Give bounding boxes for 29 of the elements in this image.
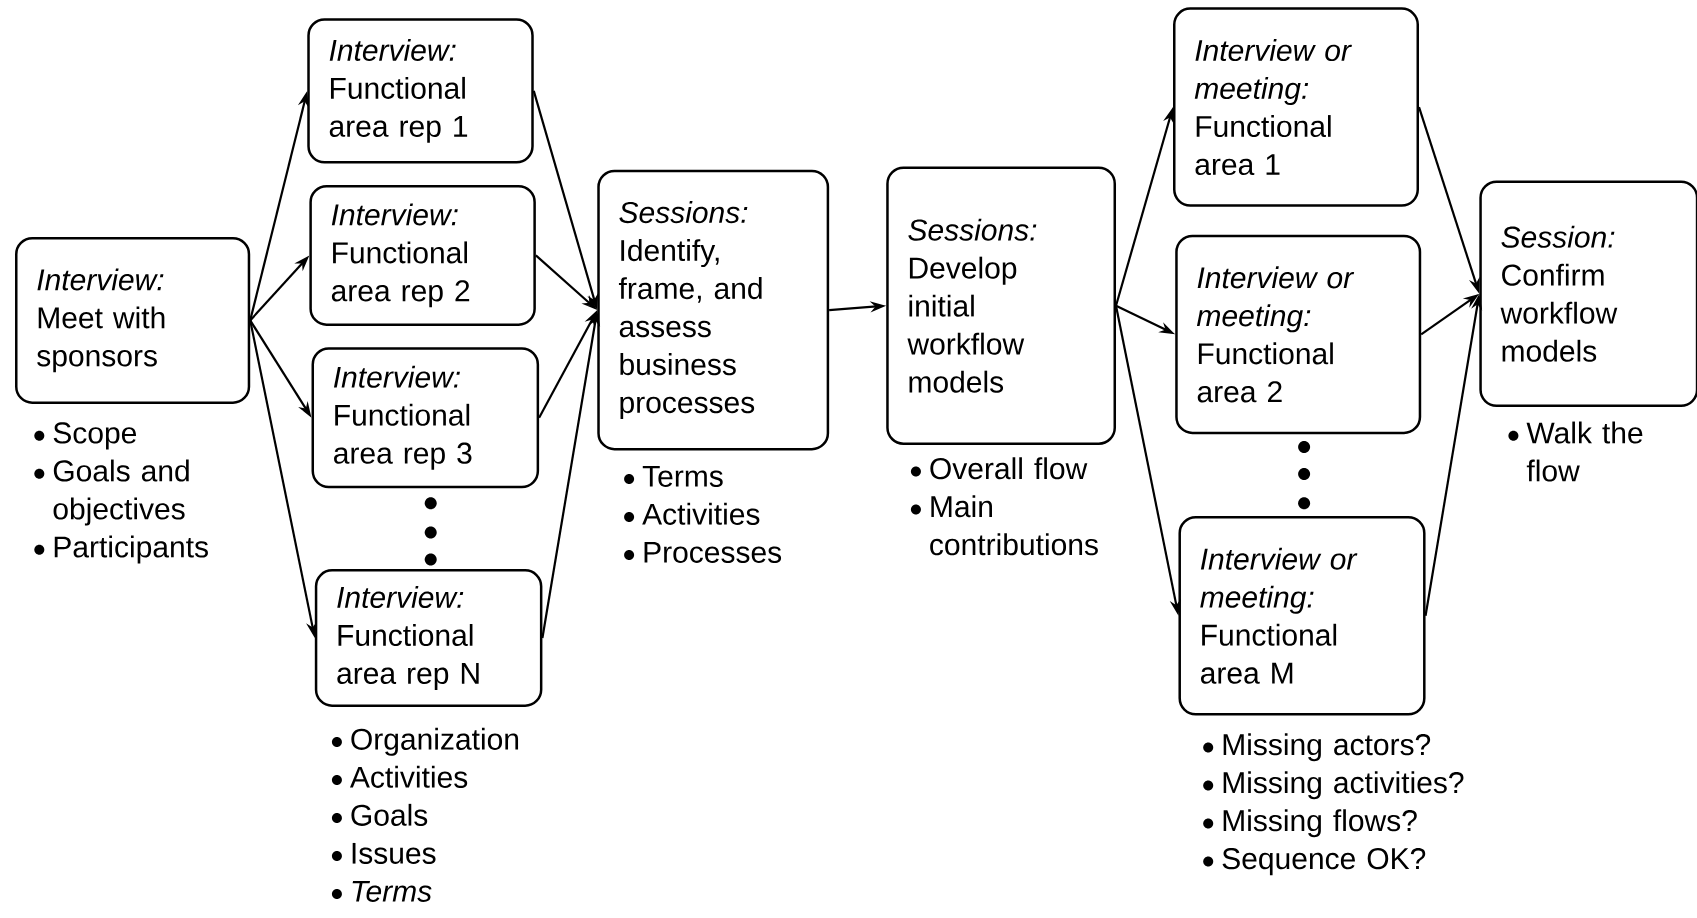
process-box: Session: Confirm workflow models bbox=[1479, 180, 1697, 408]
bullet-item: Missing flows? bbox=[1203, 809, 1417, 838]
process-box: Interview or meeting: Functional area 1 bbox=[1173, 7, 1419, 207]
bullet-item: Issues bbox=[331, 842, 436, 864]
process-box: Interview: Meet with sponsors bbox=[15, 236, 251, 404]
process-box: Sessions: Identify, frame, and assess business processes bbox=[597, 169, 830, 451]
bullet-item: Goals and objectives bbox=[34, 459, 189, 526]
process-box: Interview: Functional area rep 2 bbox=[309, 184, 536, 326]
bullet-item: Organization bbox=[331, 727, 519, 756]
bullet-item: Activities bbox=[624, 502, 760, 525]
bullet-item: Sequence OK? bbox=[1203, 848, 1426, 876]
bullet-item: Missing actors? bbox=[1203, 733, 1431, 762]
bullet-item: Scope bbox=[34, 422, 137, 450]
bullet-item: Participants bbox=[34, 535, 208, 564]
bullet-item: Overall flow bbox=[910, 457, 1088, 480]
bullet-item: Terms bbox=[331, 880, 432, 902]
bullet-item: Terms bbox=[624, 465, 723, 487]
process-box: Interview: Functional area rep N bbox=[314, 569, 543, 707]
process-box: Interview: Functional area rep 3 bbox=[311, 347, 540, 489]
process-box: Interview: Functional area rep 1 bbox=[307, 18, 534, 164]
bullet-item: Missing activities? bbox=[1203, 771, 1464, 800]
bullet-item: Main contributions bbox=[910, 495, 1098, 556]
bullet-item: Processes bbox=[624, 541, 782, 563]
bullet-item: Activities bbox=[331, 765, 468, 788]
process-box: Interview or meeting: Functional area M bbox=[1178, 516, 1426, 716]
bullet-item: Goals bbox=[331, 803, 428, 826]
process-box: Interview or meeting: Functional area 2 bbox=[1175, 234, 1422, 435]
bullet-item: Walk the flow bbox=[1508, 421, 1643, 482]
process-box: Sessions: Develop initial workflow models bbox=[886, 166, 1116, 445]
